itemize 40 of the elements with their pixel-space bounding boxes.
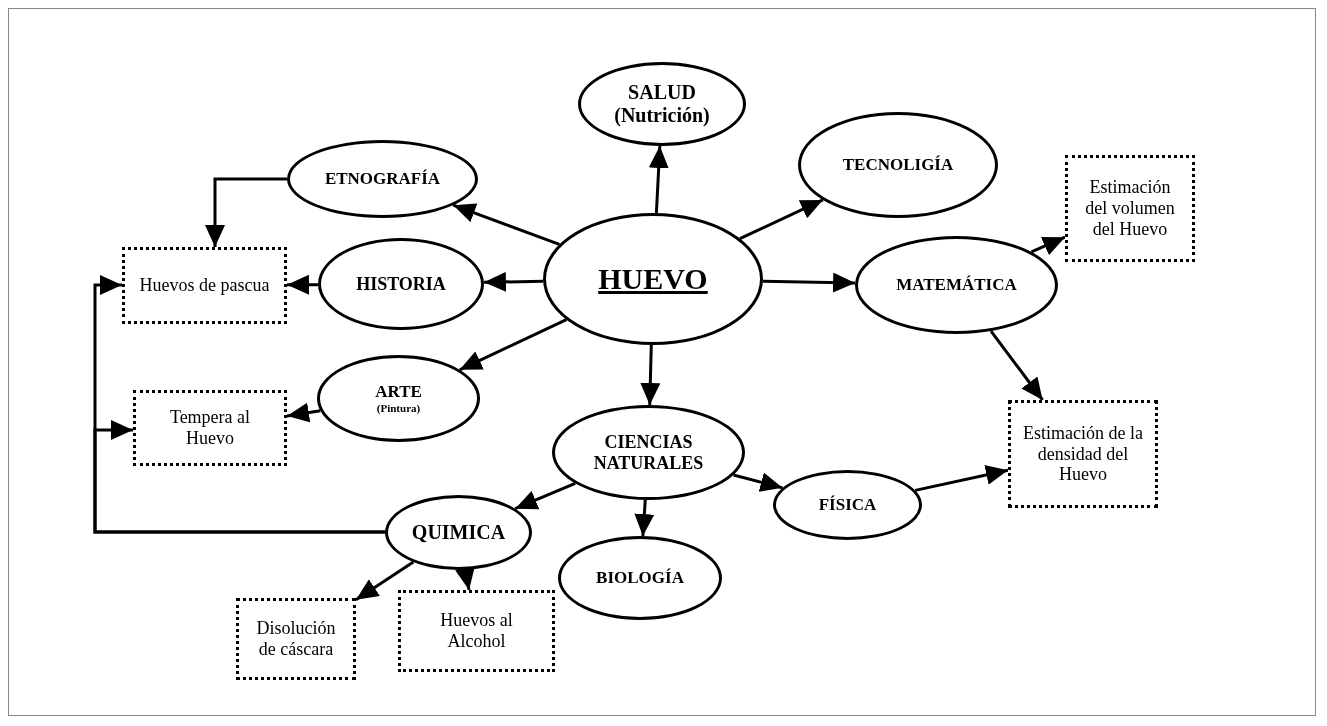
activity-box [236,598,356,680]
activity-label: Huevos de pascua [139,275,270,296]
arrow [1030,235,1066,256]
arrow [286,402,321,423]
activity-label: Estimación de la densidad del Huevo [1022,422,1144,486]
topic-label: MATEMÁTICA [896,275,1017,295]
activity-box [1065,155,1195,262]
arrow [287,274,319,295]
topic-label: HISTORIA [356,273,446,295]
arrow [355,560,415,601]
arrow [459,318,567,372]
topic-label: ARTE [375,382,422,402]
topic-label: ETNOGRAFÍA [324,169,441,189]
topic-label: FÍSICA [818,495,877,515]
arrow [648,145,669,214]
topic-label: TECNOLIGÍA [842,155,954,175]
activity-label: Disolución de cáscara [255,618,337,660]
arrow [733,472,783,492]
arrow [514,482,576,510]
arrow [739,198,824,240]
arrow [634,499,655,537]
arrow [93,420,385,534]
arrow [483,271,544,292]
activity-box [133,390,287,466]
arrow [452,203,560,246]
activity-label: Huevos al Alcohol [439,610,514,652]
arrow [205,177,287,247]
arrow [640,344,661,406]
topic-label: HUEVO [598,261,708,297]
topic-label: SALUD (Nutrición) [613,81,711,127]
activity-box [1008,400,1158,508]
activity-box [398,590,555,672]
activity-label: Tempera al Huevo [168,407,252,449]
activity-box [122,247,287,324]
arrow [762,272,856,293]
topic-label: CIENCIAS NATURALES [592,431,705,474]
topic-label: (Pintura) [376,401,421,415]
topic-label: BIOLOGÍA [596,568,684,588]
topic-label: QUIMICA [411,521,506,544]
activity-label: Estimación del volumen del Huevo [1084,177,1176,240]
